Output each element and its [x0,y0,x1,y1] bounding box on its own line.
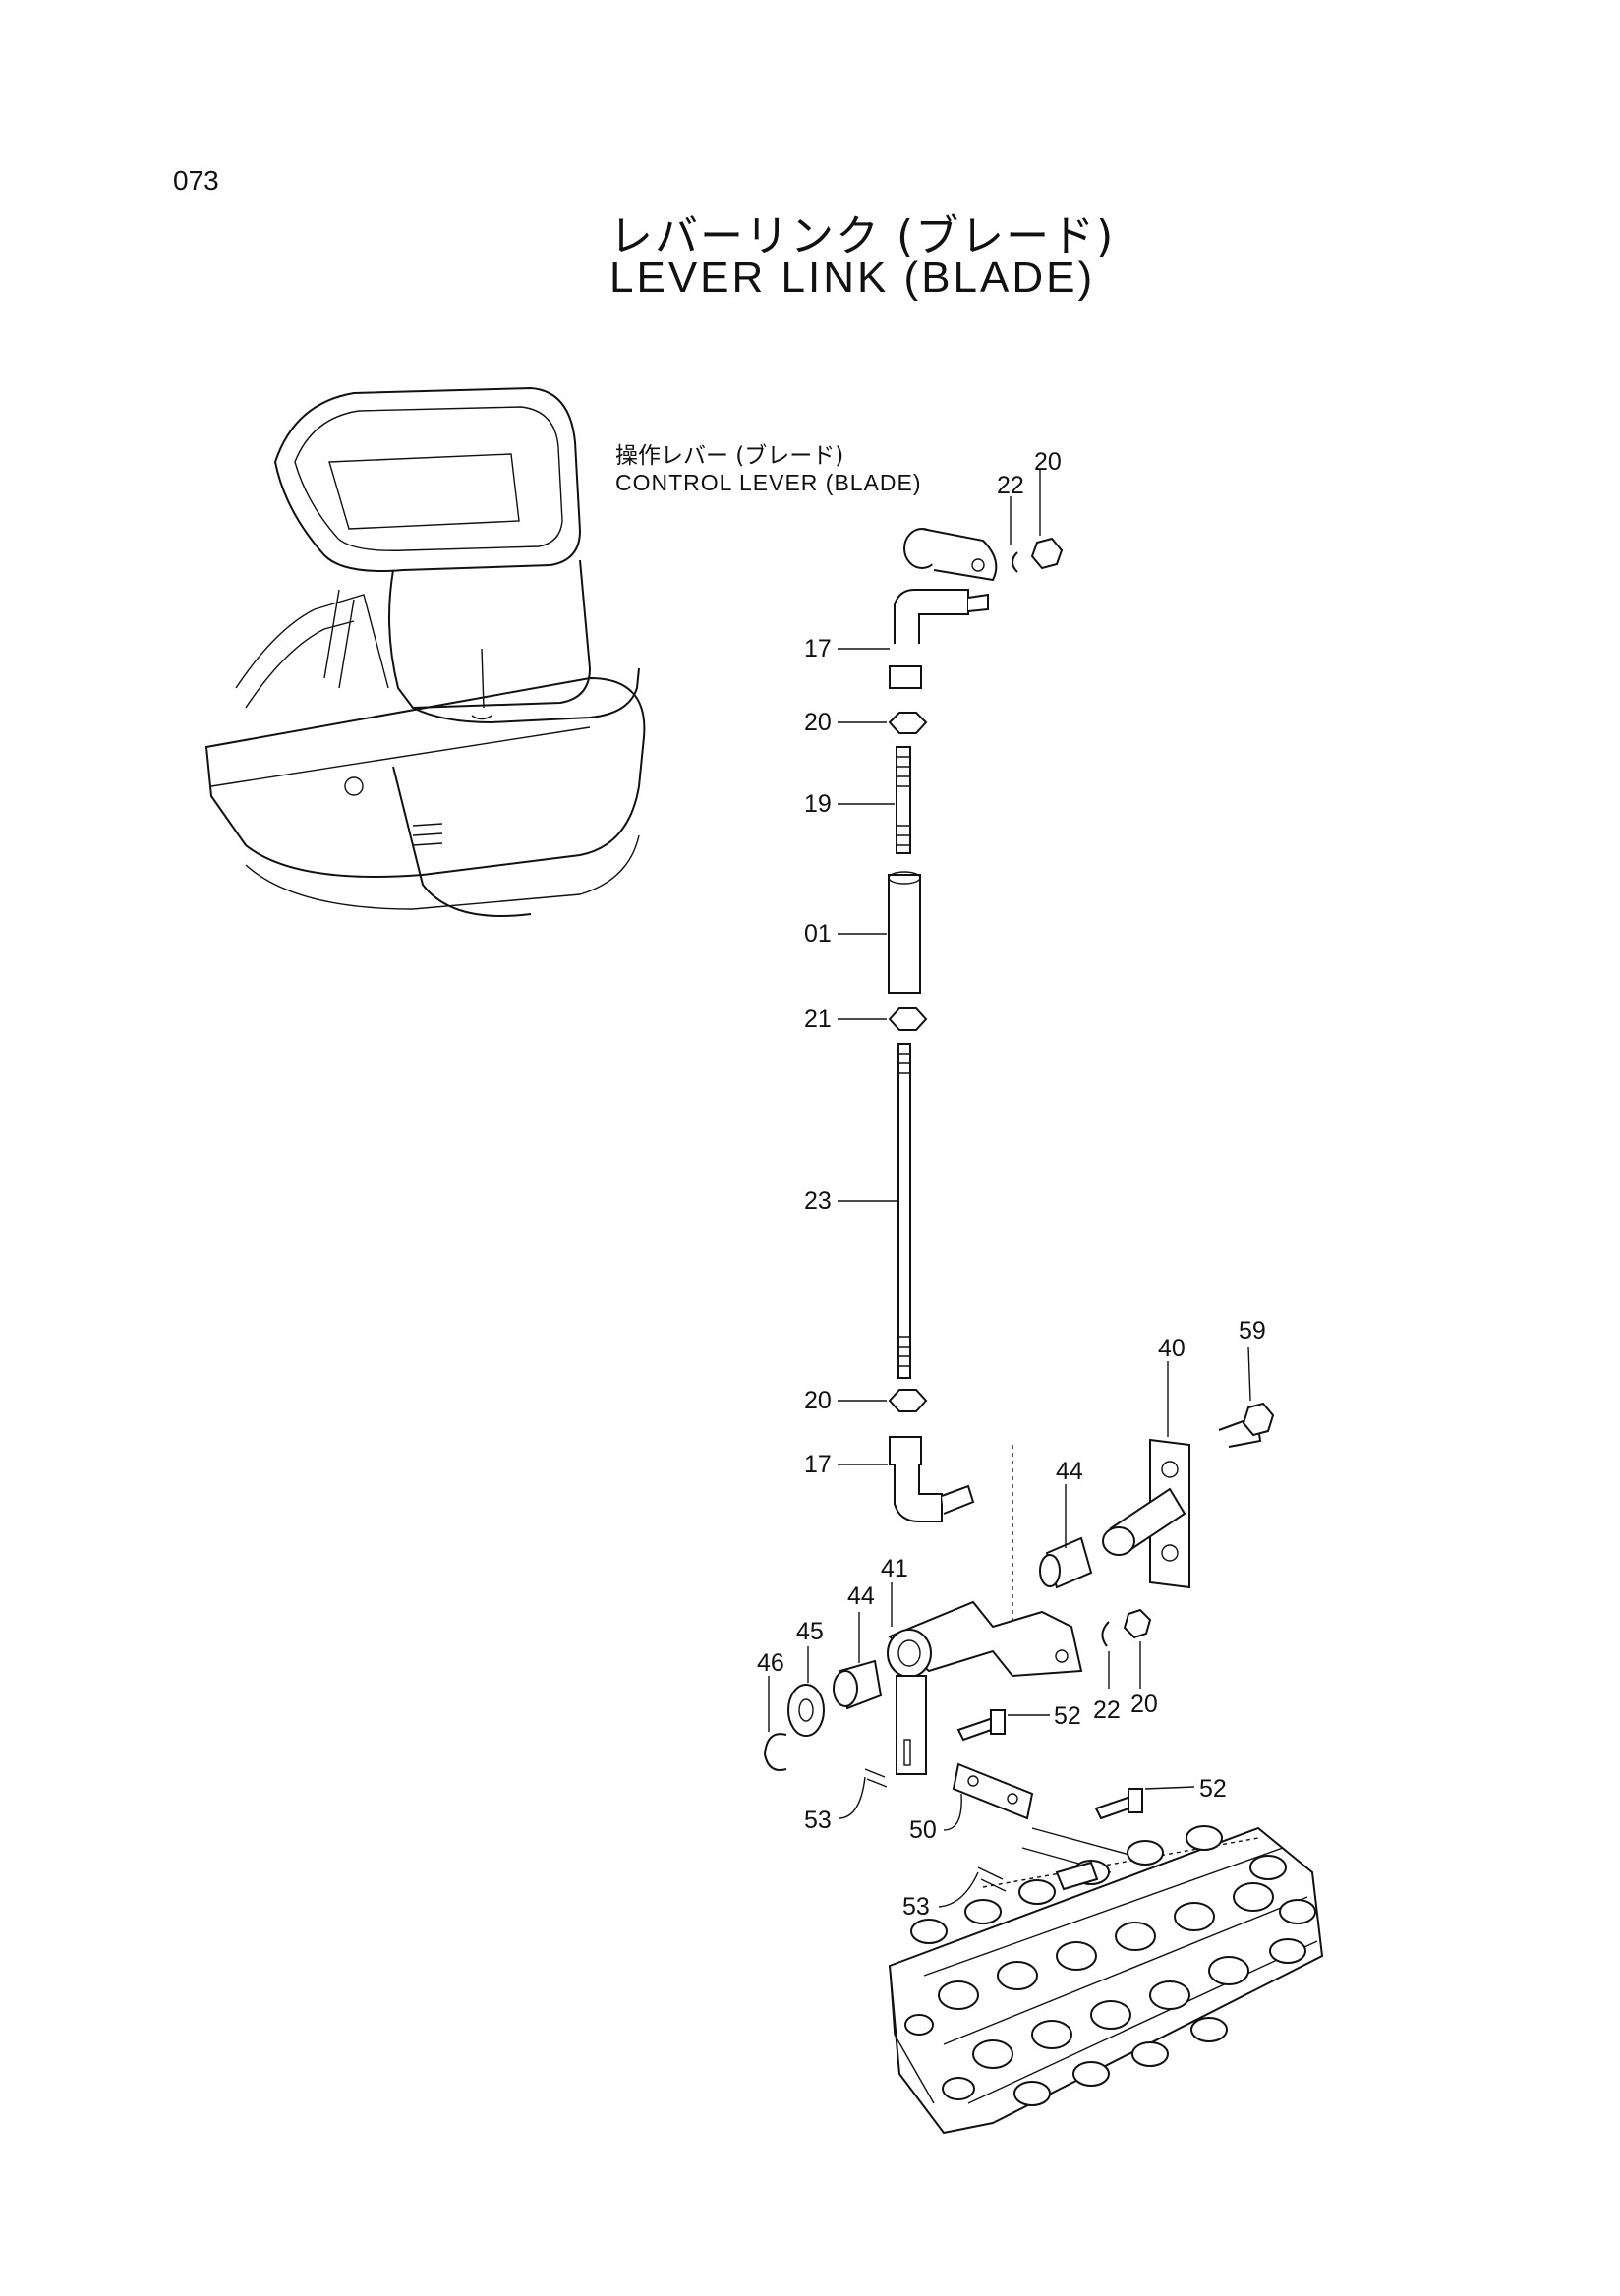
page-number: 073 [173,165,219,196]
part-label-01: 01 [804,920,832,947]
part-label-19: 19 [804,790,832,818]
seat-console-illustration [204,386,646,917]
bracket-assembly [1039,1402,1275,1589]
part-label-59: 59 [1239,1317,1266,1345]
part-label-20-top: 20 [1034,448,1062,476]
part-label-40: 40 [1158,1335,1186,1362]
part-label-46: 46 [757,1649,784,1677]
part-label-52-lower: 52 [1199,1775,1227,1803]
part-label-41: 41 [881,1555,908,1582]
lever-arm-assembly [763,1600,1152,1892]
control-lever-callout-english: CONTROL LEVER (BLADE) [615,470,922,495]
part-label-23: 23 [804,1187,832,1215]
part-label-20-lower: 20 [1130,1691,1158,1718]
part-label-22-top: 22 [997,472,1024,499]
control-lever-callout-japanese: 操作レバー (ブレード) [615,443,844,469]
part-label-52-upper: 52 [1054,1702,1081,1730]
valve-spool-ports [904,1825,1316,2106]
part-label-44-lower: 44 [847,1582,875,1610]
part-label-17-lower: 17 [804,1451,832,1478]
part-label-53-lower: 53 [902,1893,930,1921]
lever-link-assembly [888,528,1064,1651]
part-label-53-upper: 53 [804,1807,832,1834]
page-title-english: LEVER LINK (BLADE) [609,254,1096,302]
part-label-50: 50 [909,1816,937,1844]
part-label-20-upper-nut: 20 [804,709,832,736]
part-label-20-lower-nut: 20 [804,1387,832,1414]
part-label-44-upper: 44 [1056,1458,1083,1485]
part-label-17-upper: 17 [804,635,832,662]
part-label-22-lower: 22 [1093,1696,1121,1724]
page-title-japanese: レバーリンク (ブレード) [609,211,1116,261]
part-number-labels: 20 22 17 20 19 01 21 23 20 17 59 40 44 4… [757,448,1266,1921]
part-label-21: 21 [804,1005,832,1033]
control-valve-illustration [888,1825,1324,2135]
part-label-45: 45 [796,1618,824,1645]
leader-lines [768,470,1251,1908]
